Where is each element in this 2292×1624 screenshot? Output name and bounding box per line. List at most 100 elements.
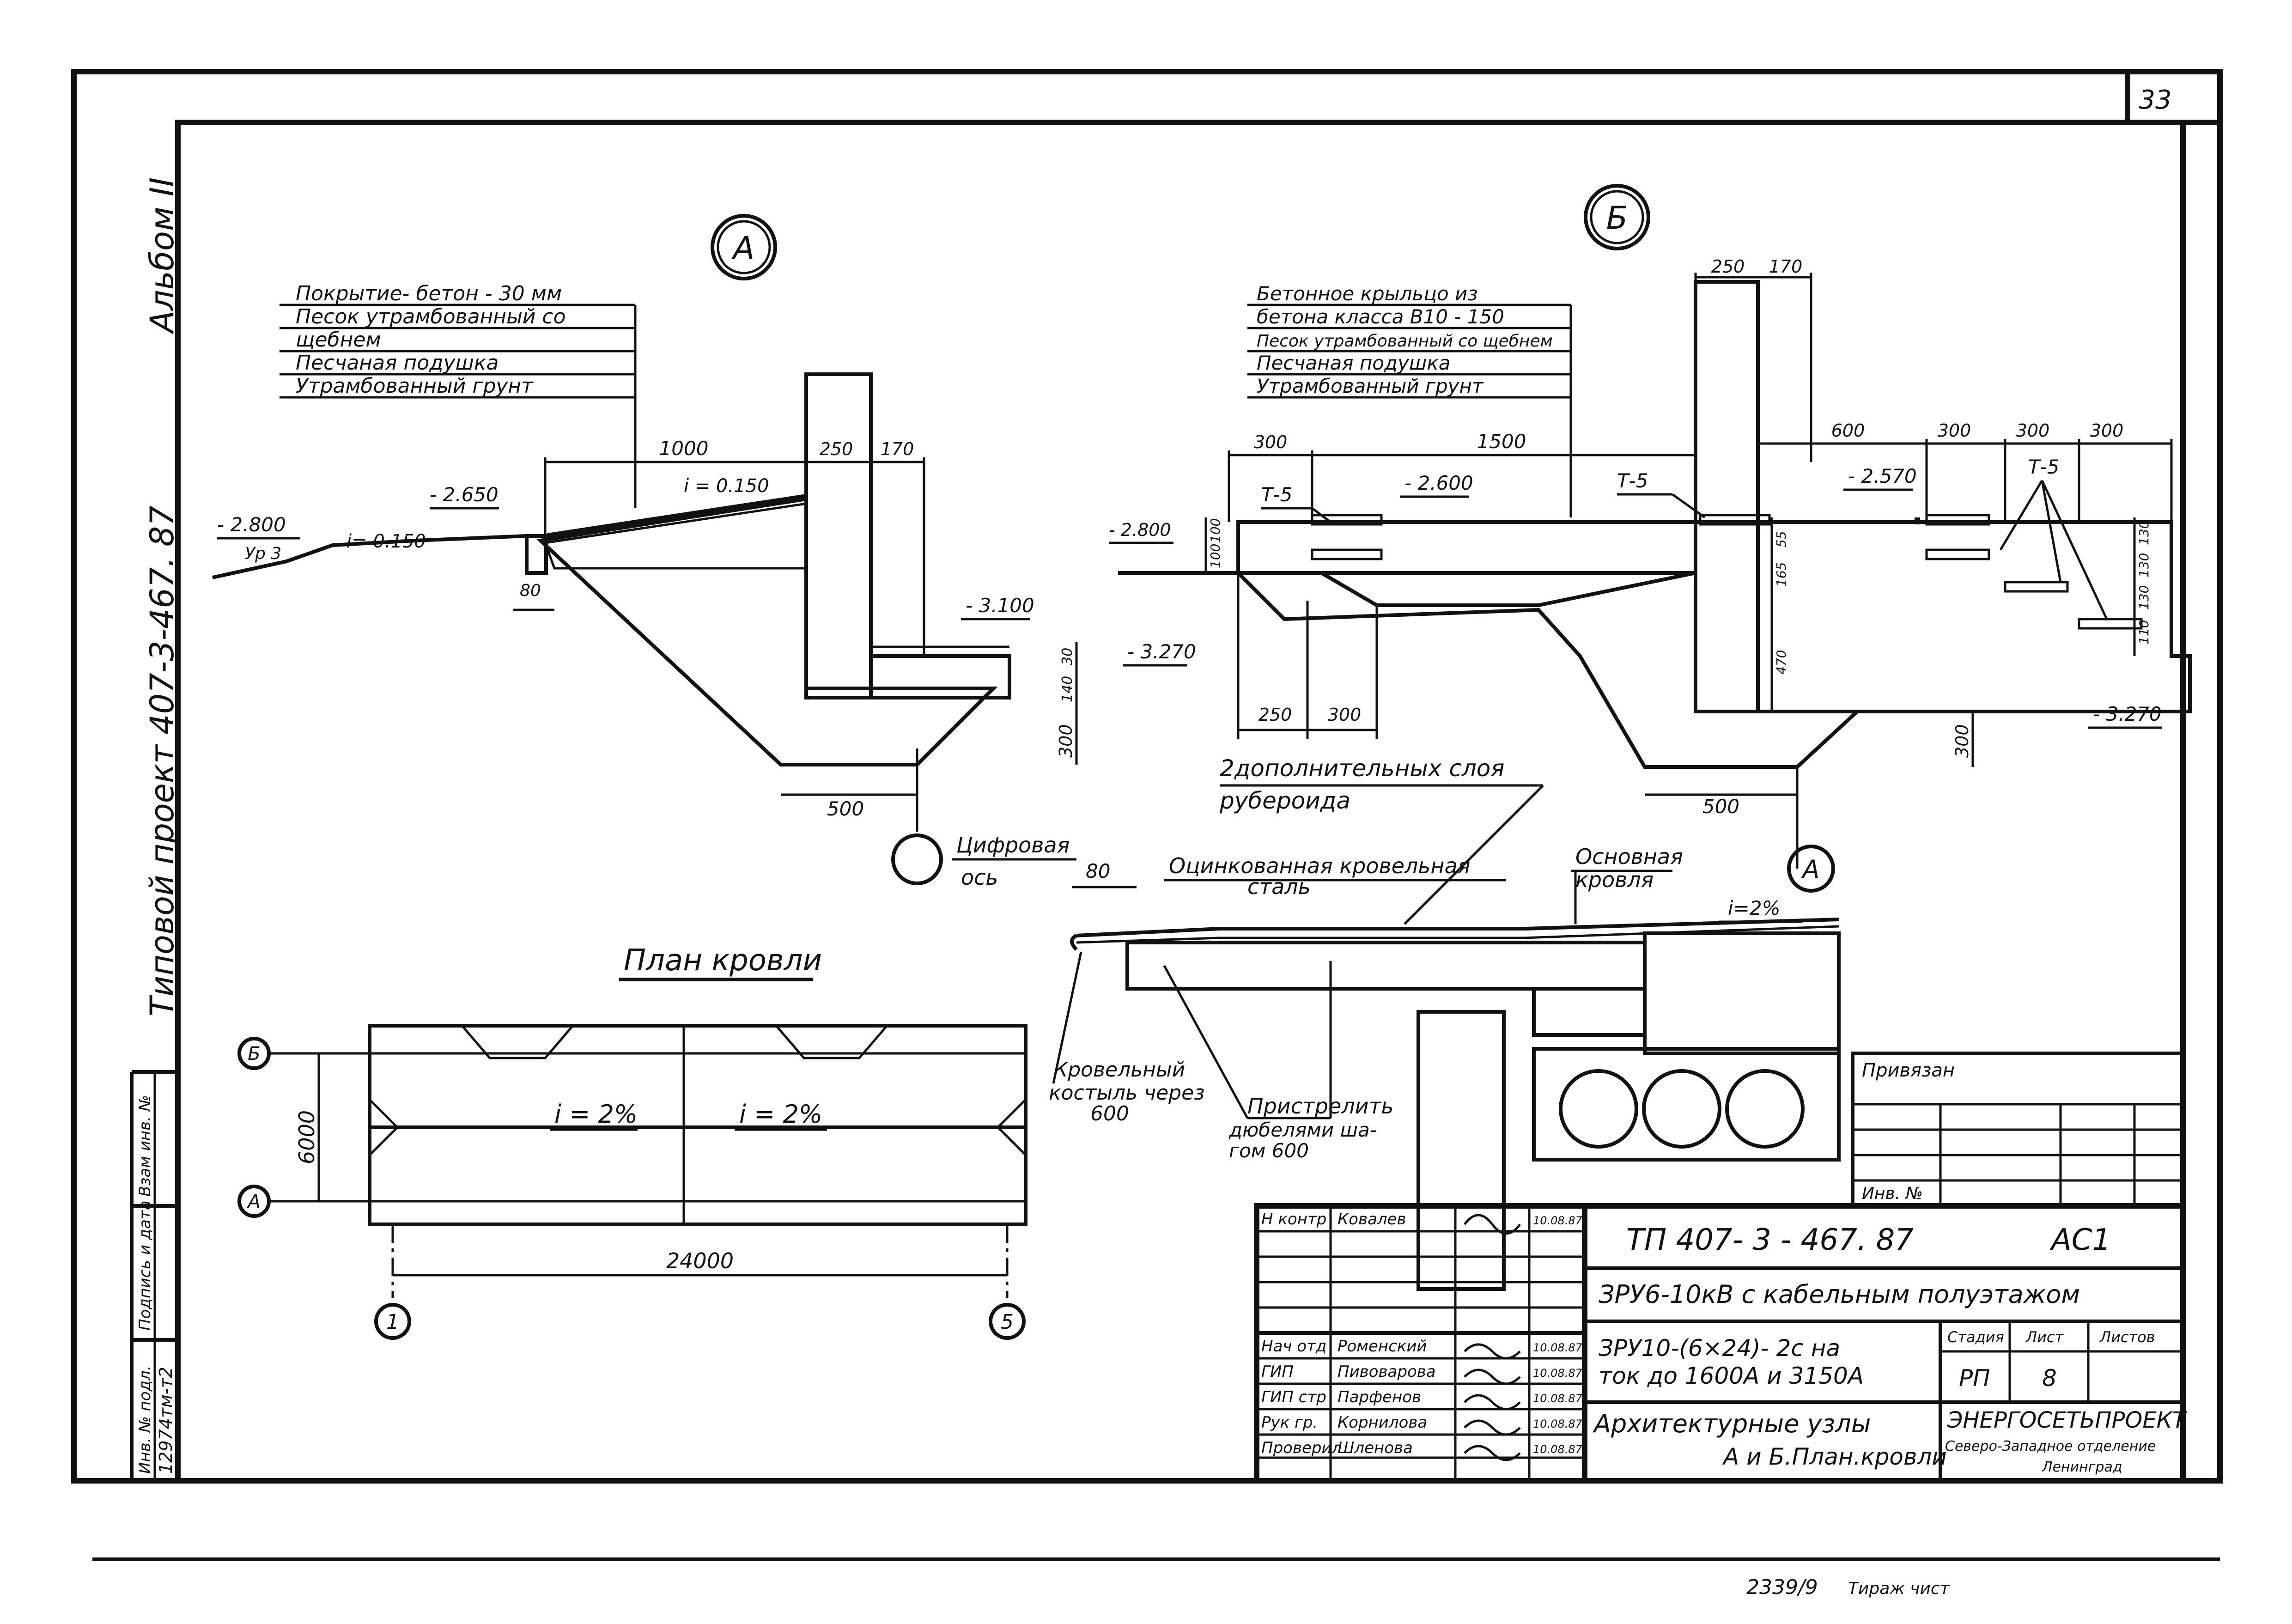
staff-date-5: 10.08.87 [1533,1367,1583,1380]
tb-drawing-1: Архитектурные узлы [1593,1409,1871,1438]
tb-org-2: Северо-Западное отделение [1945,1438,2156,1454]
stamp-label-1: Взам инв. № [136,1095,154,1197]
detail-b-dim-130b: 130 [2136,553,2152,578]
footer-code: 2339/9 [1746,1575,1818,1599]
detail-a-layer-2: Песок утрамбованный со [296,305,566,328]
roof-shoot-3: гом 600 [1229,1139,1309,1162]
staff-date-6: 10.08.87 [1533,1392,1583,1405]
detail-a-slope-1: i = 0.150 [684,475,769,497]
tb-sheets-h: Листов [2099,1328,2155,1346]
tb-subject-1: ЗРУ10-(6×24)- 2с на [1599,1335,1840,1362]
staff-name-5: Пивоварова [1338,1362,1436,1381]
tb-sheet-h: Лист [2025,1328,2064,1346]
detail-a-level-3100: - 3.100 [966,594,1034,617]
tb-code: ТП 407- 3 - 467. 87 [1626,1223,1914,1257]
detail-a-axis-label-2: ось [961,865,998,890]
roof-plan-axis-b: Б [248,1043,260,1064]
roof-plan: План кровли i = 2% i = 2% 6000 24000 Б А… [237,943,1027,1340]
album-label: Альбом II [143,177,181,335]
tb-drawing-2: А и Б.План.кровли [1722,1443,1947,1470]
detail-a-dim-140: 140 [1059,676,1076,702]
roof-plan-dim-length: 24000 [666,1248,734,1273]
roof-plan-axis-1: 1 [386,1310,399,1334]
detail-b-dim-470: 470 [1774,650,1789,675]
detail-b-dim-500: 500 [1702,795,1739,818]
staff-role-6: ГИП стр [1261,1388,1326,1406]
roof-main-1: Основная [1575,844,1683,869]
detail-b: Б Бетонное крыльцо из бетона класса В10 … [1109,184,2192,893]
stamp-value: 12974тм-т2 [156,1367,176,1474]
detail-a-level-2800: - 2.800 [217,513,286,536]
detail-b-dim-600: 600 [1831,420,1865,441]
staff-name-6: Парфенов [1338,1388,1421,1406]
detail-a-dim-250: 250 [820,439,853,459]
detail-b-dim-130a: 130 [2136,521,2152,545]
detail-b-dim-110: 110 [2136,620,2152,645]
tb-object: ЗРУ6-10кВ с кабельным полуэтажом [1599,1280,2080,1309]
staff-role-4: Нач отд [1261,1337,1326,1356]
tb-org-1: ЭНЕРГОСЕТЬПРОЕКТ [1947,1407,2188,1433]
detail-a-level-2650: - 2.650 [430,483,499,506]
detail-b-layer-5: Утрамбованный грунт [1257,375,1484,397]
detail-b-dim-100a: 100 [1208,518,1223,543]
roof-shoot-1: Пристрелить [1247,1094,1393,1119]
roof-plan-axis-5: 5 [1001,1310,1014,1334]
roof-shoot-2: дюбелями ша- [1228,1119,1377,1141]
detail-b-dim-300e: 300 [1328,705,1362,725]
roof-galvanized-2: сталь [1247,874,1311,899]
roof-edge-detail: 2дополнительных слоя рубероида 80 Оцинко… [1049,755,1841,1291]
stamp-label-2: Подпись и дата [136,1200,154,1331]
detail-b-level-3270: - 3.270 [2093,703,2162,725]
sheet-number: 33 [2139,85,2171,115]
detail-b-axis-marker: А [1801,855,1820,884]
detail-b-t5-3: Т-5 [2028,456,2060,478]
detail-a-layer-4: Песчаная подушка [296,351,499,375]
tb-stage-h: Стадия [1947,1328,2004,1346]
detail-b-dim-250: 250 [1711,256,1745,277]
detail-b-dim-300d: 300 [2090,420,2124,441]
detail-b-dim-100b: 100 [1208,544,1223,568]
staff-date-4: 10.08.87 [1533,1341,1583,1354]
stamp-label-3: Инв. № подл. [136,1365,154,1474]
staff-role-7: Рук гр. [1261,1413,1318,1432]
roof-note-layers-1: 2дополнительных слоя [1220,755,1504,782]
detail-b-dim-250b: 250 [1258,705,1292,725]
detail-b-dim-300a: 300 [1254,432,1288,452]
detail-b-layer-1: Бетонное крыльцо из [1257,282,1478,305]
detail-b-t5-2: Т-5 [1617,469,1648,492]
staff-role-5: ГИП [1261,1362,1294,1381]
staff-date-7: 10.08.87 [1533,1417,1583,1430]
tb-org-3: Ленинград [2042,1459,2122,1475]
staff-role-8: Проверил [1261,1439,1342,1457]
detail-b-dim-300c: 300 [2016,420,2050,441]
detail-b-layer-3: Песок утрамбованный со щебнем [1257,332,1553,351]
detail-b-dim-170: 170 [1769,256,1803,277]
detail-b-dim-300f: 300 [1952,724,1972,758]
roof-crutch-2: костыль через [1049,1081,1205,1105]
detail-a-dim-80: 80 [520,581,541,600]
tb-sheet-code: АС1 [2049,1223,2111,1257]
roof-slope: i=2% [1728,897,1781,919]
roof-note-layers-2: рубероида [1219,787,1350,814]
detail-b-level-2800: - 2.800 [1109,520,1171,540]
detail-a-slope-2: i= 0.150 [347,531,426,552]
detail-b-dim-55: 55 [1774,531,1789,547]
detail-b-dim-1500: 1500 [1477,430,1526,453]
roof-galvanized-1: Оцинкованная кровельная [1169,853,1470,878]
left-margin: Альбом II Типовой проект 407-3-467. 87 В… [130,177,181,1481]
staff-name-7: Корнилова [1338,1413,1427,1432]
sheet-frame [71,69,2223,1561]
staff-name-4: Роменский [1338,1337,1427,1356]
tb-inv-no: Инв. № [1862,1184,1923,1203]
detail-b-t5-1: Т-5 [1261,483,1293,506]
detail-b-level-2570: - 2.570 [1848,465,1917,487]
detail-b-dim-130c: 130 [2136,585,2152,610]
roof-crutch-1: Кровельный [1053,1058,1185,1082]
project-label: Типовой проект 407-3-467. 87 [143,505,181,1016]
detail-a-layer-5: Утрамбованный грунт [296,374,534,398]
detail-a-layer-3: щебнем [296,328,381,352]
title-block: Привязан Инв. № Н контр Ковалев 10.08.87… [1254,1052,2188,1484]
tb-sheet: 8 [2042,1365,2057,1392]
roof-plan-slope-left: i = 2% [554,1100,638,1129]
